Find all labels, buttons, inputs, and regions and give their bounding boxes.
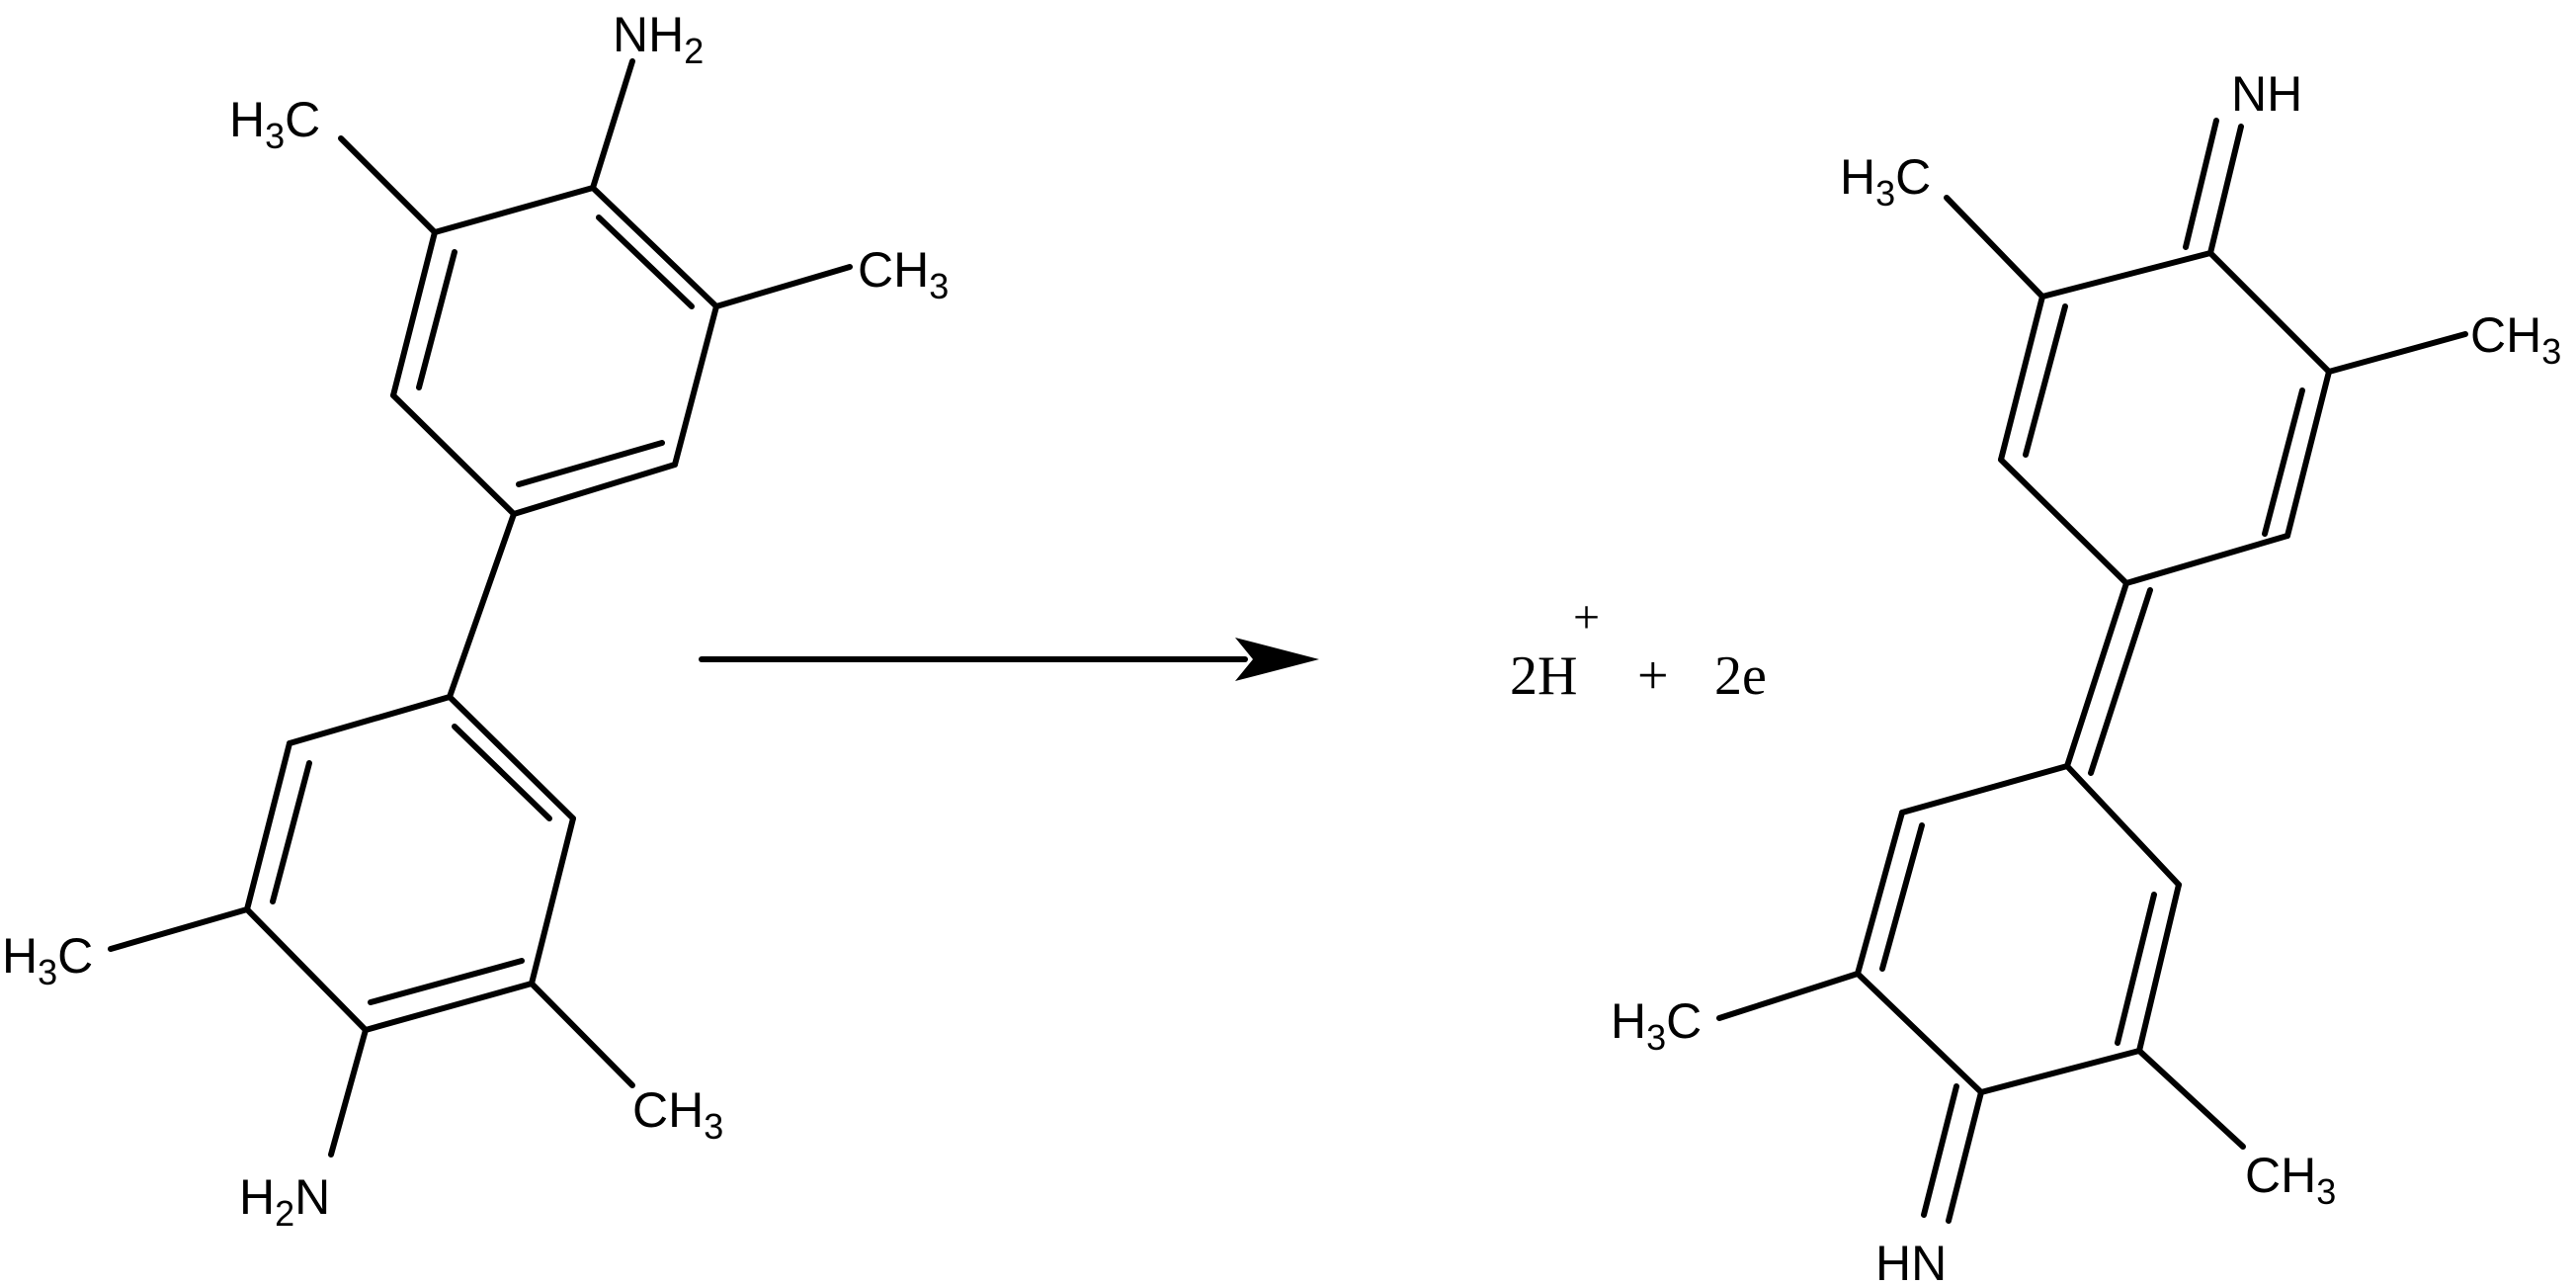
methyl-label-bottom-left: H3C	[1611, 993, 1702, 1058]
byproducts: 2H + + 2e	[1510, 591, 1767, 707]
product-top-ring	[1998, 250, 2332, 586]
proton-charge: +	[1573, 591, 1600, 644]
product-bottom-ring	[1855, 763, 2182, 1095]
methyl-label-bottom-left: H3C	[2, 928, 93, 992]
methyl-label-top-right: CH3	[858, 242, 949, 306]
amine-label-top: NH2	[613, 7, 704, 71]
reactant-top-ring	[390, 185, 719, 517]
product-molecule: NH H3C CH3 H3C CH3 HN	[1611, 66, 2561, 1287]
imine-label-bottom: HN	[1875, 1236, 1947, 1287]
reaction-arrow	[699, 638, 1319, 681]
proton-coefficient: 2H	[1510, 645, 1577, 707]
methyl-label-top-left: H3C	[1840, 149, 1931, 214]
imine-label-top: NH	[2231, 66, 2302, 122]
amine-label-bottom: H2N	[239, 1169, 330, 1234]
methyl-label-bottom-right: CH3	[2245, 1148, 2336, 1212]
reactant-molecule: NH2 H3C CH3 H3C CH3 H2N	[2, 7, 949, 1234]
reactant-bottom-ring	[244, 694, 576, 1033]
methyl-label-top-left: H3C	[229, 92, 320, 156]
methyl-label-bottom-right: CH3	[632, 1082, 723, 1147]
methyl-label-top-right: CH3	[2470, 307, 2561, 372]
electron-count: 2e	[1714, 645, 1767, 707]
plus-sign: +	[1637, 645, 1669, 707]
